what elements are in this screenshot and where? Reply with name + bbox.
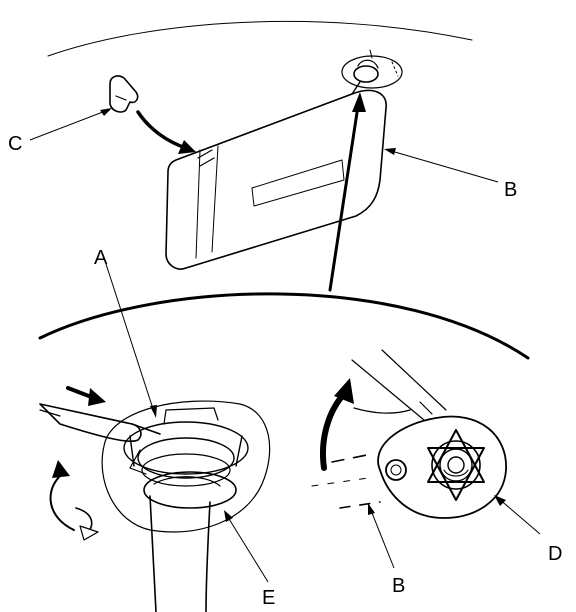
guide-dash-upper: [331, 453, 373, 463]
lift-arrow-line: [328, 104, 360, 292]
clip-install-arrowhead: [178, 140, 196, 154]
callout-c: C: [8, 133, 22, 155]
sun-visor: [165, 81, 387, 270]
grommet: [143, 471, 237, 612]
leader-b-upper: [387, 149, 499, 183]
leader-a: [105, 263, 155, 413]
upper-view: [38, 20, 530, 360]
bracket-hole: [385, 459, 407, 481]
leader-b-lower: [369, 507, 395, 569]
callout-d: D: [548, 543, 562, 565]
leader-c: [29, 109, 109, 141]
star-fastener: [427, 429, 485, 501]
visor-rod: [351, 349, 447, 421]
visor-clip: [109, 75, 139, 113]
visor-mounting-boss: [341, 49, 403, 89]
lower-left-leaders: [224, 510, 269, 583]
lower-left-view: [39, 386, 271, 612]
lift-arrowhead: [352, 92, 366, 112]
rotate-arrowhead-bottom: [79, 525, 99, 541]
rotate-up-arrowhead: [334, 378, 354, 404]
rotate-up-arrow: [320, 389, 349, 471]
callout-b-upper: B: [504, 179, 517, 201]
visor-mirror: [251, 159, 345, 207]
callout-b-lower: B: [392, 575, 405, 597]
trim-base-oval: [101, 400, 271, 533]
callout-e: E: [262, 587, 275, 609]
rotate-arrow: [49, 475, 75, 531]
callout-a: A: [94, 247, 108, 269]
push-arrowhead: [88, 388, 106, 406]
guide-dash-lower: [339, 501, 381, 509]
headliner-edge: [47, 20, 473, 57]
clip-install-arrow: [136, 110, 188, 150]
rotate-arrowhead-top: [52, 460, 70, 478]
flat-screwdriver: [39, 403, 161, 443]
upper-leaders: [29, 108, 499, 418]
lower-right-leaders: [368, 495, 541, 569]
leader-e: [225, 513, 269, 583]
headliner-cutaway-curve: [38, 292, 530, 360]
retainer: [123, 407, 249, 487]
lower-right-view: [311, 349, 507, 519]
pivot-bracket-plate: [377, 415, 507, 519]
leader-d: [497, 497, 541, 535]
